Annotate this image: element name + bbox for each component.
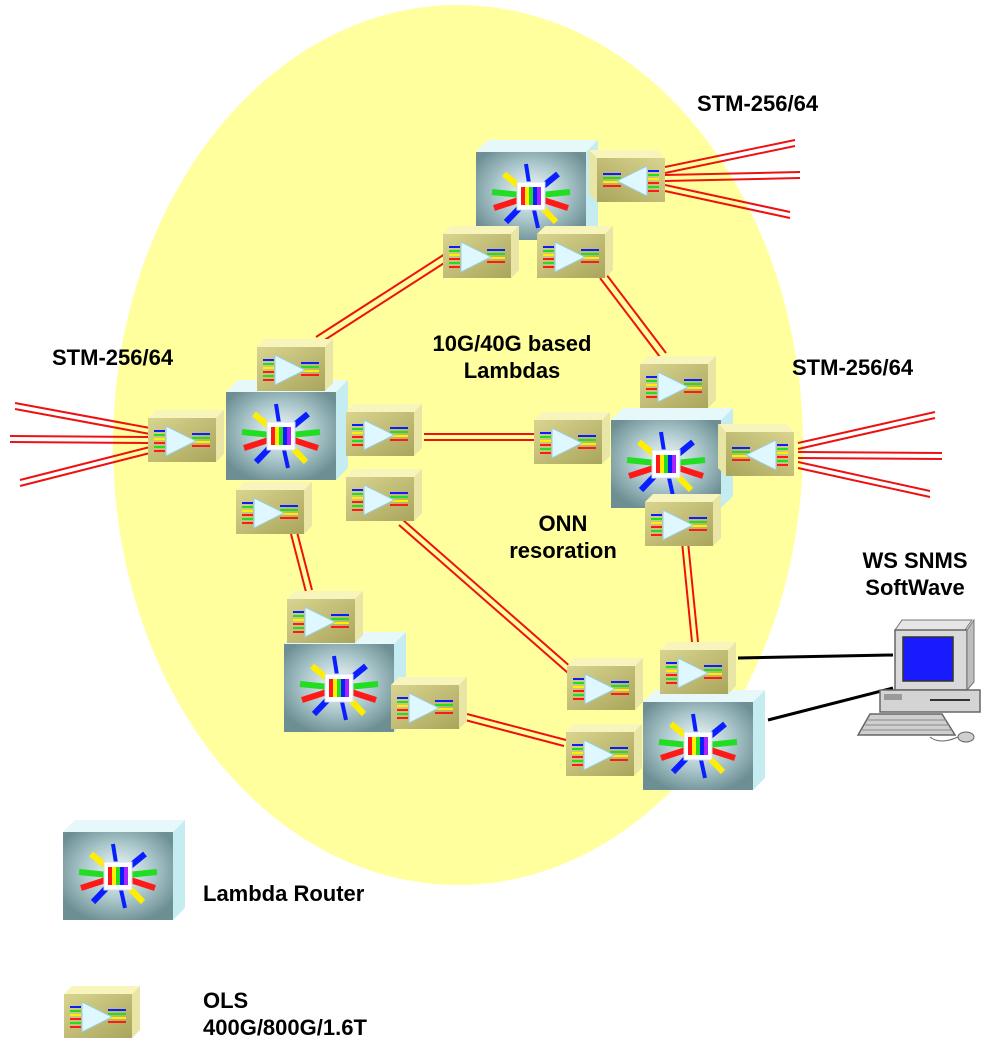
ols-left-east	[345, 403, 423, 457]
legend-router-icon	[63, 820, 185, 920]
ols-right-client	[717, 423, 795, 477]
ols-top-right	[536, 225, 614, 279]
label-onn-line2: resoration	[509, 538, 617, 563]
workstation-icon	[856, 618, 981, 743]
label-lambdas-line1: 10G/40G based	[432, 331, 592, 356]
ols-bottom-left-east	[390, 676, 468, 730]
ols-top-client	[588, 149, 666, 203]
management-links	[737, 653, 894, 722]
ols-right-top	[639, 355, 717, 409]
label-ws-line2: SoftWave	[865, 575, 965, 600]
legend-ols-line1: OLS	[203, 988, 249, 1013]
label-onn-line1: ONN	[538, 511, 588, 536]
lambda-router-left	[226, 380, 348, 480]
ols-bottom-left-top	[286, 590, 364, 644]
lambda-router-top	[476, 140, 598, 240]
label-stm-left: STM-256/64	[52, 345, 174, 370]
ols-left-south	[235, 481, 313, 535]
label-lambdas: 10G/40G based Lambdas	[402, 330, 622, 384]
label-stm-top: STM-256/64	[697, 91, 819, 116]
ols-top-left	[442, 225, 520, 279]
label-lambdas-line2: Lambdas	[463, 358, 561, 383]
legend-ols-label: OLS 400G/800G/1.6T	[203, 987, 367, 1041]
label-stm-right: STM-256/64	[792, 355, 914, 380]
lambda-router-right	[611, 408, 733, 508]
ols-left-client	[147, 409, 225, 463]
ols-right-west	[533, 411, 611, 465]
label-workstation: WS SNMS SoftWave	[850, 547, 980, 601]
ols-left-southeast	[345, 468, 423, 522]
ols-bottom-right-west-top	[566, 657, 644, 711]
label-onn: ONN resoration	[498, 510, 628, 564]
label-ws-line1: WS SNMS	[862, 548, 968, 573]
ols-right-south	[644, 493, 722, 547]
lambda-router-bottom-left	[284, 632, 406, 732]
ols-left-top	[256, 338, 334, 392]
ols-bottom-right-west	[565, 723, 643, 777]
legend-ols-icon	[63, 985, 141, 1039]
lambda-router-bottom-right	[643, 690, 765, 790]
ols-bottom-right-top	[659, 641, 737, 695]
fiber-links	[9, 139, 943, 747]
legend-ols-line2: 400G/800G/1.6T	[203, 1015, 367, 1040]
legend-router-label: Lambda Router	[203, 881, 365, 906]
